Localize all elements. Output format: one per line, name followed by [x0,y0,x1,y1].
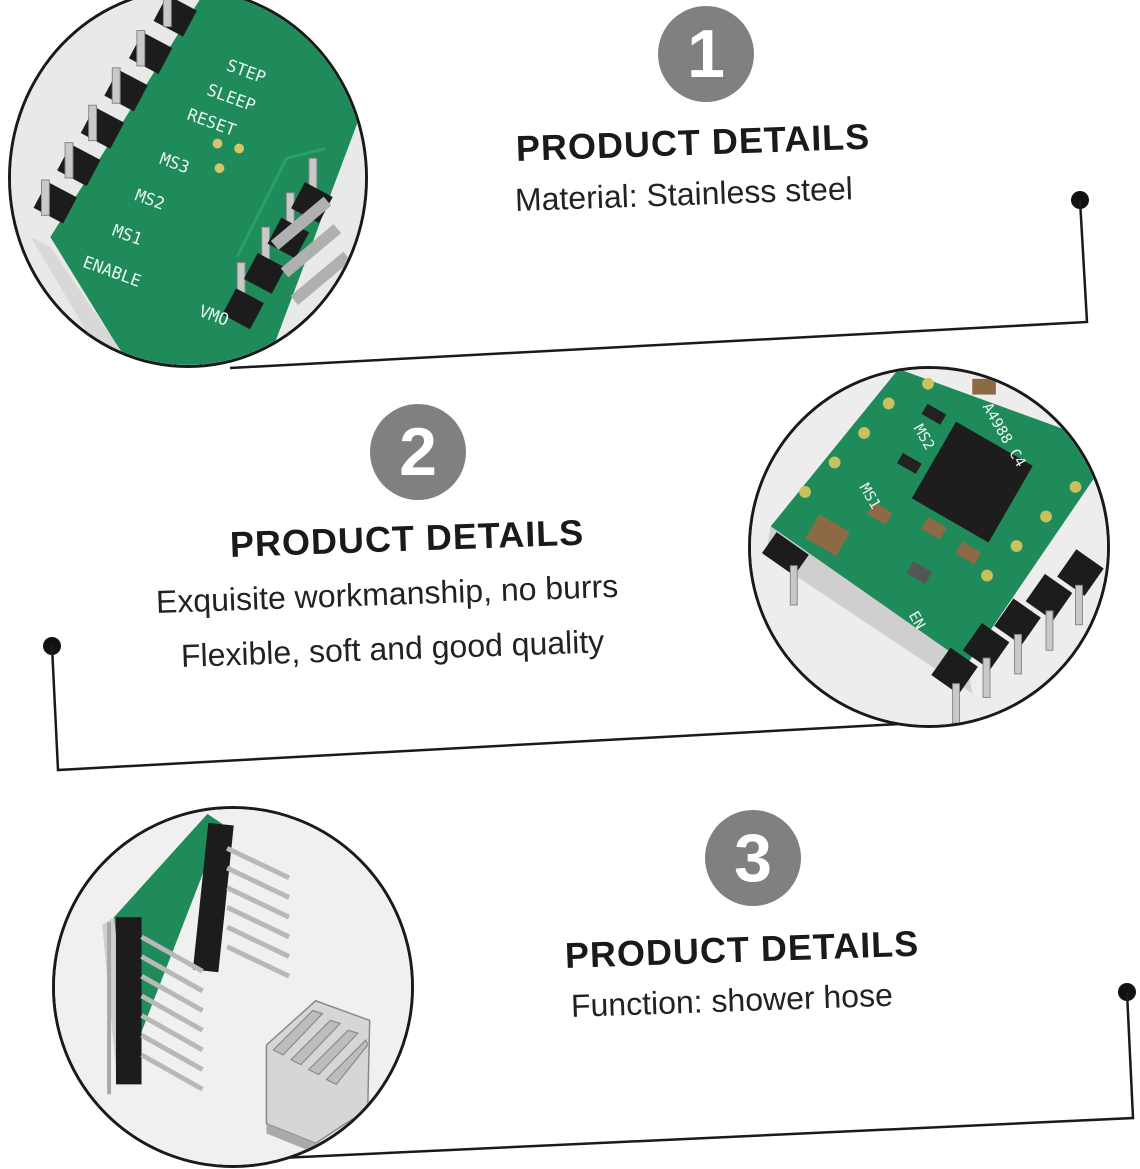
section-number-badge-3: 3 [705,810,801,906]
connector-line-2 [50,645,901,772]
connector-line-1 [229,199,1089,370]
connector-line-3 [279,991,1135,1160]
photo-label-en: EN [905,608,929,632]
product-photo-3 [52,806,414,1168]
section-number-2: 2 [399,414,437,490]
section-number-badge-2: 2 [370,404,466,500]
section-number-1: 1 [687,16,725,92]
product-photo-2: A4988 C4 MS1 MS2 EN [748,366,1110,728]
product-photo-1: STEP SLEEP RESET MS3 MS2 MS1 ENABLE VMO [8,0,368,368]
section-number-badge-1: 1 [658,6,754,102]
section-number-3: 3 [734,820,772,896]
